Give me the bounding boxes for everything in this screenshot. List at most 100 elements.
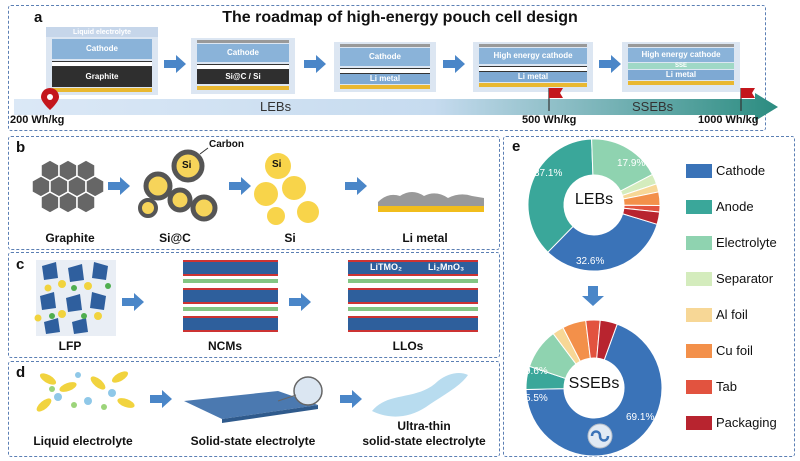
cell-cu-foil — [197, 86, 289, 90]
right-arrow-icon — [289, 293, 311, 311]
right-arrow-icon — [345, 177, 367, 195]
panel-e — [503, 136, 795, 457]
energy-axis-bar — [14, 93, 778, 121]
cell-electrolyte-top: Liquid electrolyte — [46, 27, 158, 37]
donut-leb-label-cathode: 32.6% — [576, 256, 605, 267]
axis-start-label: 200 Wh/kg — [10, 114, 65, 126]
panel-c — [8, 252, 500, 358]
donut-leb-label-anode: 37.1% — [534, 168, 563, 179]
si-c-particles — [138, 147, 218, 222]
donut-sseb-center: SSEBs — [568, 375, 620, 392]
location-pin-icon — [41, 88, 59, 110]
cell-cathode: Cathode — [340, 48, 430, 66]
panel-e-label: e — [512, 138, 521, 155]
cell-anode: Si@C / Si — [197, 70, 289, 84]
label-si: Si — [284, 231, 296, 245]
graphite-hexagons — [31, 159, 105, 214]
cell-sse: SSE — [628, 63, 734, 69]
label-liquid-electrolyte: Liquid electrolyte — [33, 434, 133, 448]
right-arrow-icon — [340, 390, 362, 408]
step-arrow-icons — [164, 55, 621, 73]
solid-state-sheet — [184, 376, 323, 423]
cell-cu-foil — [479, 83, 587, 87]
llo-structure — [348, 260, 478, 332]
legend-swatch-anode — [686, 200, 712, 214]
si-c-core-label: Si — [182, 160, 192, 171]
label-ultra-thin-electrolyte: Ultra-thin solid-state electrolyte — [362, 419, 486, 448]
legend-label-al-foil: Al foil — [716, 307, 748, 322]
right-arrow-icon — [443, 55, 465, 73]
cell-separator — [479, 66, 587, 72]
cell-cu-foil — [52, 88, 152, 92]
legend-swatch-packaging — [686, 416, 712, 430]
legend-swatch-cu-foil — [686, 344, 712, 358]
llo-tag-li2mno3: Li₂MnO₃ — [428, 262, 465, 272]
legend-swatch-cathode — [686, 164, 712, 178]
panel-b-illustration — [31, 147, 484, 225]
cell-cathode: Cathode — [197, 44, 289, 62]
flag-icon — [548, 88, 563, 111]
right-arrow-icon — [599, 55, 621, 73]
legend-swatch-electrolyte — [686, 236, 712, 250]
cell-anode: Li metal — [628, 70, 734, 80]
legend-label-packaging: Packaging — [716, 415, 777, 430]
right-arrow-icon — [122, 293, 144, 311]
donut-leb-label-electrolyte: 17.9% — [617, 158, 646, 169]
cell-cu-foil — [628, 81, 734, 85]
cell-anode: Li metal — [479, 72, 587, 82]
right-arrow-icon — [304, 55, 326, 73]
li-metal-foil — [378, 192, 484, 212]
cell-li-metal: Cathode Li metal — [334, 42, 436, 92]
si-particles — [254, 153, 319, 225]
legend-label-electrolyte: Electrolyte — [716, 235, 777, 250]
label-li-metal: Li metal — [402, 231, 448, 245]
cell-cu-foil — [340, 85, 430, 89]
legend-swatch-tab — [686, 380, 712, 394]
flag-icon — [740, 88, 755, 111]
donut-sseb-label-cathode: 69.1% — [626, 412, 655, 423]
legend-label-cathode: Cathode — [716, 163, 766, 178]
legend-swatch-al-foil — [686, 308, 712, 322]
panel-c-label: c — [16, 256, 25, 273]
cell-separator — [340, 68, 430, 74]
donut-hole — [564, 175, 624, 235]
cell-separator — [197, 64, 289, 70]
llo-tag-litmo2: LiTMO₂ — [370, 262, 402, 272]
panel-d — [8, 361, 500, 457]
cell-top-foil — [340, 44, 430, 47]
roadmap-title: The roadmap of high-energy pouch cell de… — [222, 9, 578, 26]
legend-label-anode: Anode — [716, 199, 754, 214]
donut-sseb — [525, 319, 663, 457]
cell-anode: Graphite — [52, 67, 152, 87]
label-graphite: Graphite — [45, 231, 95, 245]
legend-label-tab: Tab — [716, 379, 737, 394]
cell-top-foil — [197, 40, 289, 43]
liquid-electrolyte-molecules — [36, 371, 135, 412]
panel-d-label: d — [16, 364, 26, 381]
right-arrow-icon — [150, 390, 172, 408]
label-ncms: NCMs — [207, 339, 242, 353]
donut-sseb-label-anode: 5.5% — [525, 393, 548, 404]
ncm-structure — [183, 260, 278, 332]
panel-b-label: b — [16, 139, 26, 156]
label-llos: LLOs — [392, 339, 424, 353]
cell-solid-state: High energy cathode SSE Li metal — [622, 42, 740, 92]
axis-leb-label: LEBs — [260, 99, 292, 114]
cell-cathode: High energy cathode — [628, 48, 734, 62]
donut-sseb-label-electrolyte: 9.6% — [525, 366, 548, 377]
si-core-label: Si — [272, 159, 282, 170]
cell-graphite: Liquid electrolyte Cathode Graphite — [46, 27, 158, 95]
panel-a — [8, 5, 766, 131]
panel-d-illustration — [36, 371, 468, 423]
lfp-structure — [34, 260, 116, 336]
cell-cathode: Cathode — [52, 39, 152, 59]
panel-a-label: a — [34, 9, 43, 26]
label-lfp: LFP — [58, 339, 82, 353]
roadmap-arrows — [14, 55, 778, 121]
cell-top-foil — [479, 44, 587, 47]
axis-end-label: 1000 Wh/kg — [698, 114, 759, 126]
legend-label-separator: Separator — [716, 271, 774, 286]
ultra-thin-sheet — [372, 373, 468, 417]
donut-leb — [527, 138, 661, 272]
